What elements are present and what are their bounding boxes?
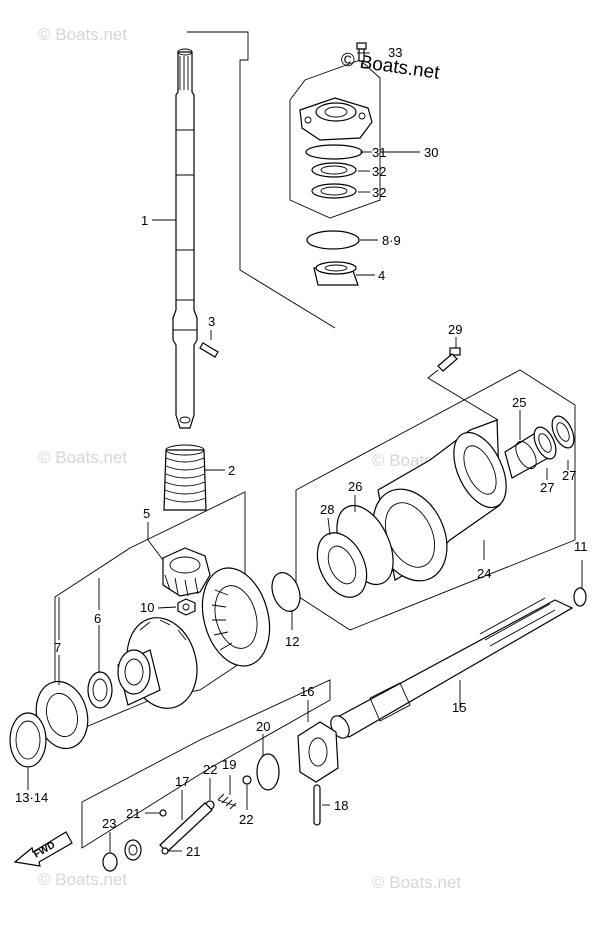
callout-15: 15 [452,700,466,715]
callout-12: 12 [285,634,299,649]
callout-33: 33 [388,45,402,60]
bolt-line [427,369,499,421]
watermarks: © Boats.net © Boats.net © Boats.net © Bo… [38,25,461,892]
watermark: © Boats.net [38,870,127,889]
push-rod[interactable] [313,784,321,826]
callout-28: 28 [320,502,334,517]
callout-5: 5 [143,506,150,521]
callout-21: 21 [126,806,140,821]
propeller-shaft[interactable] [327,597,574,741]
drive-shaft[interactable] [172,48,198,429]
callout-7: 7 [54,640,61,655]
o-ring[interactable] [305,144,363,160]
callout-26: 26 [348,479,362,494]
fwd-arrow-icon: FWD [13,831,73,867]
callout-1: 1 [141,213,148,228]
callout-32: 32 [372,185,386,200]
bearing-housing[interactable] [299,97,373,141]
group-box-bottom [81,679,331,849]
oil-seal[interactable] [548,413,579,451]
clutch-dog[interactable] [297,721,339,783]
pin[interactable] [159,809,167,817]
callout-19: 19 [222,757,236,772]
callout-27: 27 [540,480,554,495]
shim[interactable] [9,712,47,768]
nut[interactable] [177,598,196,616]
watermark: © Boats.net [38,448,127,467]
callout-8-9: 8·9 [382,233,401,248]
watermark: © Boats.net [372,873,461,892]
pinion-gear[interactable] [162,547,211,597]
shim-ring[interactable] [306,230,360,250]
callout-20: 20 [256,719,270,734]
callout-3: 3 [208,314,215,329]
oil-seal[interactable] [530,424,561,462]
callout-23: 23 [102,816,116,831]
bevel-gear-reverse[interactable] [192,560,280,673]
callout-18: 18 [334,798,348,813]
callout-6: 6 [94,611,101,626]
callout-30: 30 [424,145,438,160]
pin[interactable] [161,847,169,855]
bolt[interactable] [356,42,367,62]
clutch-ring[interactable] [256,753,280,791]
bevel-gear-forward[interactable] [117,610,206,716]
callout-13-14: 13·14 [15,790,48,805]
callout-labels: 1 2 3 4 5 6 7 8·9 10 11 12 13·14 15 16 1… [15,45,588,859]
bearing[interactable] [313,261,359,286]
callout-10: 10 [140,600,154,615]
callout-2: 2 [228,463,235,478]
pin[interactable] [199,342,219,358]
callout-31: 31 [372,145,386,160]
needle-bearing[interactable] [87,671,113,709]
bolt[interactable] [437,347,461,372]
callout-4: 4 [378,268,385,283]
snap-ring[interactable] [573,587,587,607]
callout-29: 29 [448,322,462,337]
callout-11: 11 [574,539,588,554]
callout-25: 25 [512,395,526,410]
leader-lines [27,52,583,852]
spiral-spring[interactable] [163,444,207,511]
ball[interactable] [242,775,252,785]
group-box-30 [289,59,381,219]
callout-17: 17 [175,774,189,789]
callout-16: 16 [300,684,314,699]
callout-21: 21 [186,844,200,859]
callout-22: 22 [239,812,253,827]
watermark: © Boats.net [38,25,127,44]
bracket-line [187,31,336,329]
spring[interactable] [217,793,237,810]
washer[interactable] [102,852,118,872]
oil-seal[interactable] [311,162,357,178]
callout-22: 22 [203,762,217,777]
cap[interactable] [124,839,142,861]
oil-seal[interactable] [311,183,357,199]
callout-27: 27 [562,468,576,483]
callout-32: 32 [372,164,386,179]
callout-24: 24 [477,566,491,581]
bearing[interactable] [308,525,377,605]
shim-ring[interactable] [267,569,305,615]
